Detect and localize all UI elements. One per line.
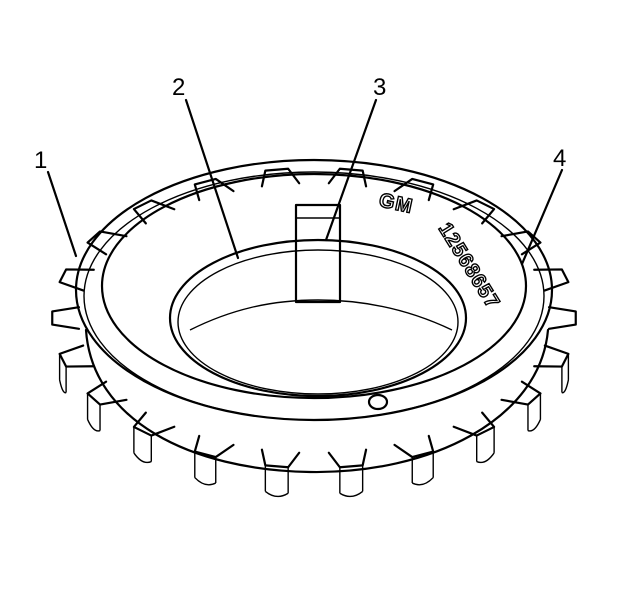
keyway-slot: [294, 203, 342, 304]
sprocket-tooth: [327, 448, 368, 469]
sprocket-tooth-flank: [476, 426, 495, 464]
sprocket-bore-inner-edge: [177, 249, 459, 395]
callout-3: 3: [373, 74, 386, 101]
sprocket-tooth: [132, 199, 176, 225]
sprocket-tooth-flank: [527, 393, 542, 432]
sprocket-tooth: [452, 411, 496, 437]
sprocket-tooth-flank: [561, 353, 570, 394]
engraved-brand: GM: [377, 189, 415, 218]
sprocket-tooth: [533, 344, 570, 368]
sprocket-rim-edge: [83, 171, 545, 421]
sprocket-bore-depth: [189, 299, 453, 331]
leader-line-3: [324, 98, 378, 242]
leader-line-2: [184, 98, 240, 260]
leader-line-1: [46, 170, 78, 258]
sprocket-tooth: [393, 434, 435, 459]
sprocket-bore: [168, 238, 468, 398]
sprocket-side-wall: [84, 328, 550, 474]
leader-line-4: [520, 168, 564, 266]
sprocket-tooth: [58, 344, 95, 368]
callout-4: 4: [553, 145, 566, 172]
sprocket-tooth: [132, 411, 176, 437]
sprocket-tooth: [260, 448, 301, 469]
sprocket-tooth-flank: [58, 353, 67, 394]
sprocket-face-shoulder: [100, 172, 528, 400]
sprocket-tooth: [193, 434, 235, 459]
sprocket-tooth: [86, 380, 128, 406]
sprocket-tooth: [547, 306, 577, 330]
sprocket-tooth: [86, 230, 128, 256]
sprocket-tooth: [260, 167, 301, 188]
engraved-part-number: 12568657: [434, 219, 504, 313]
sprocket-tooth-flank: [411, 451, 434, 486]
callout-2: 2: [172, 74, 185, 101]
sprocket-tooth-flank: [194, 451, 217, 486]
callout-1: 1: [34, 147, 47, 174]
sprocket-tooth: [452, 199, 496, 225]
sprocket-tooth: [51, 306, 81, 330]
timing-mark: [367, 393, 389, 411]
sprocket-tooth-flank: [133, 426, 152, 464]
sprocket-tooth-flank: [86, 393, 101, 432]
